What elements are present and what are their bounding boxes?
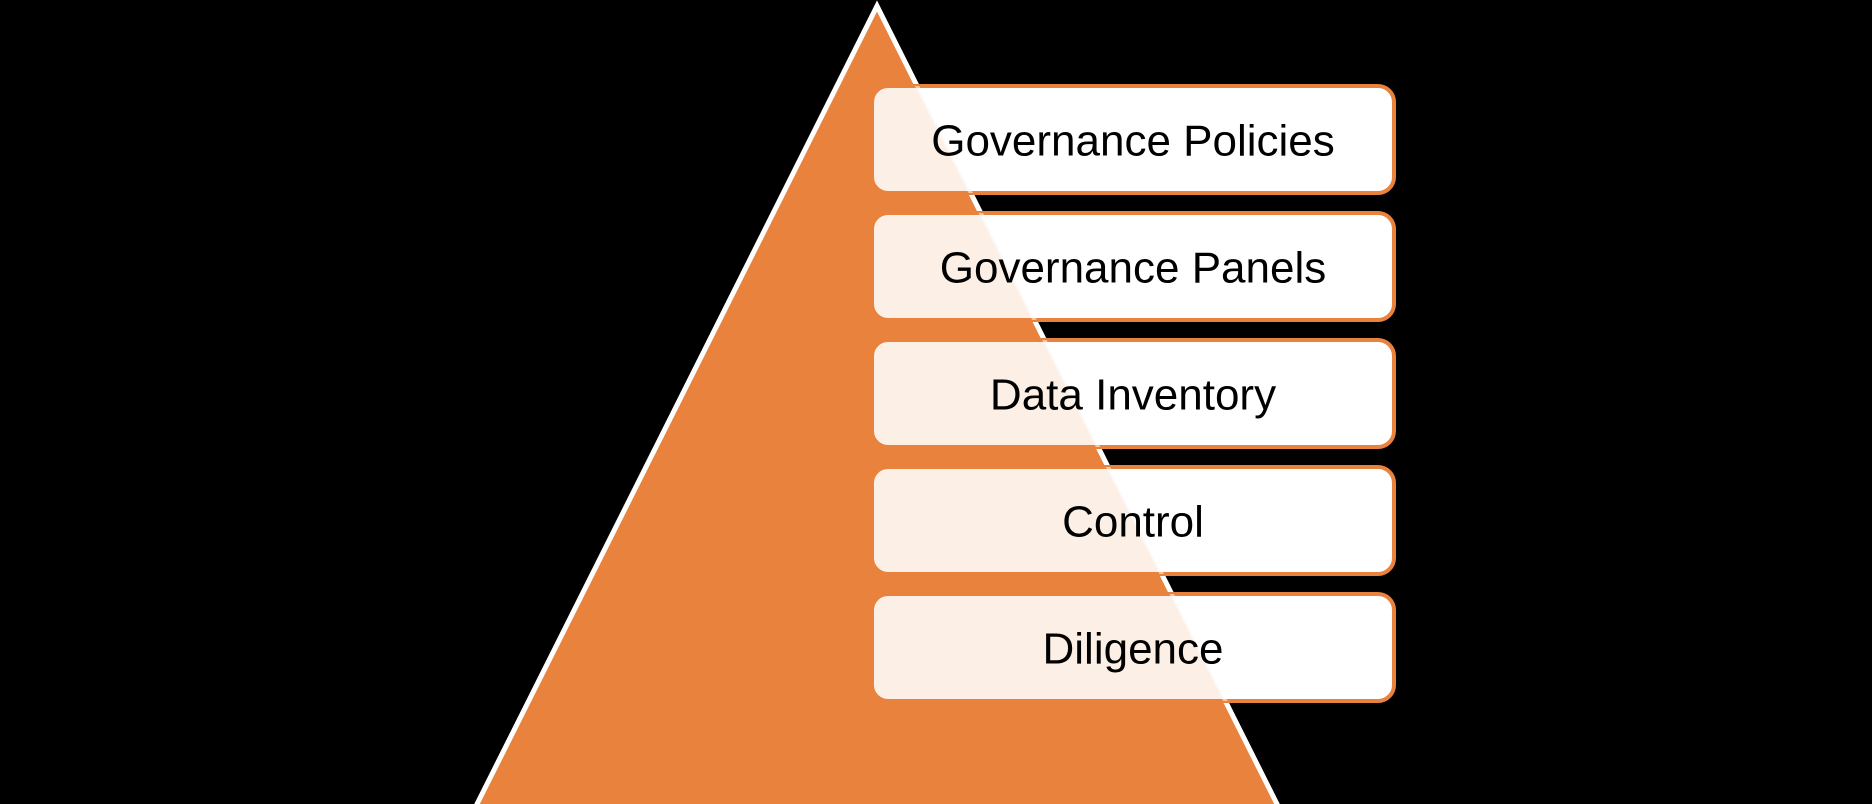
level-label-diligence: Diligence (1043, 625, 1224, 674)
level-box-diligence (870, 592, 1396, 703)
level-label-governance-policies: Governance Policies (931, 117, 1335, 166)
level-box-governance-panels (870, 211, 1396, 322)
level-label-governance-panels: Governance Panels (940, 244, 1326, 293)
triangle-tint-overlay (872, 86, 1285, 701)
level-label-control: Control (1062, 498, 1204, 547)
level-boxes (870, 84, 1396, 703)
level-box-data-inventory (870, 338, 1396, 449)
level-label-data-inventory: Data Inventory (990, 371, 1276, 420)
level-labels: Governance Policies Governance Panels Da… (931, 117, 1335, 674)
level-box-governance-policies (870, 84, 1396, 195)
